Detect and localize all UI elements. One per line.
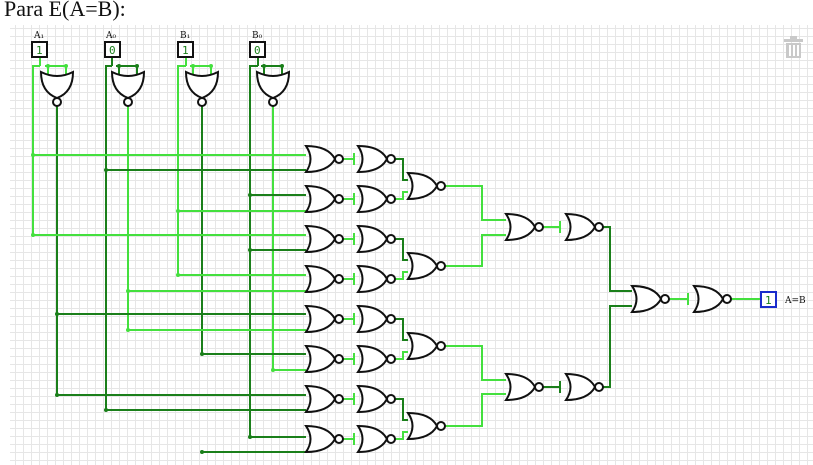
wire-junction [31, 233, 35, 237]
nor-gate[interactable] [406, 251, 446, 281]
nor-gate[interactable] [356, 224, 396, 254]
circuit-canvas[interactable] [10, 25, 813, 465]
wire-junction [31, 153, 35, 157]
input-value-b0: 0 [254, 44, 261, 57]
gate-output-wire [445, 393, 506, 427]
input-label-a0: A₀ [105, 31, 116, 41]
nor-gate[interactable] [356, 264, 396, 294]
gate-output-wire [395, 191, 408, 200]
gate-output-wire [445, 185, 506, 221]
nor-gate[interactable] [630, 284, 670, 314]
nor-gate[interactable] [304, 144, 344, 174]
wire-junction [104, 168, 108, 172]
gate-output-wire [395, 158, 408, 181]
wire-junction [117, 64, 121, 68]
gate-output-wire [395, 238, 408, 261]
nor-gate[interactable] [356, 384, 396, 414]
output-probe[interactable]: 1 [760, 291, 777, 308]
wire-junction [209, 64, 213, 68]
nor-gate[interactable] [564, 212, 604, 242]
wire-junction [280, 64, 284, 68]
gate-output-wire [395, 431, 408, 440]
wire-junction [176, 273, 180, 277]
nor-gate[interactable] [564, 372, 604, 402]
output-value: 1 [765, 294, 772, 307]
wire-junction [248, 248, 252, 252]
nor-gate[interactable] [504, 372, 544, 402]
gate-output-wire [603, 305, 632, 388]
nor-gate[interactable] [356, 304, 396, 334]
gate-output-wire [603, 226, 632, 292]
input-value-a0: 0 [109, 44, 116, 57]
nor-gate[interactable] [692, 284, 732, 314]
bus-a1 [32, 65, 40, 235]
wire-junction [248, 193, 252, 197]
trash-icon[interactable] [784, 36, 803, 58]
nor-gate[interactable] [304, 224, 344, 254]
input-switch-b1[interactable]: B₁ 1 [177, 31, 194, 58]
bus-b1 [177, 65, 186, 275]
input-value-b1: 1 [182, 44, 189, 57]
wire-junction [126, 328, 130, 332]
nor-gate[interactable] [304, 344, 344, 374]
wire-junction [135, 64, 139, 68]
nor-gate[interactable] [184, 70, 220, 107]
gate-output-wire [395, 351, 408, 360]
nor-gate[interactable] [304, 264, 344, 294]
wire-junction [200, 352, 204, 356]
page-title: Para E(A=B): [4, 0, 126, 21]
wire-junction [262, 64, 266, 68]
nor-gate[interactable] [356, 424, 396, 454]
wire-junction [200, 450, 204, 454]
nor-gate[interactable] [304, 384, 344, 414]
gate-output-wire [445, 234, 506, 267]
wire-junction [55, 312, 59, 316]
nor-gate[interactable] [406, 331, 446, 361]
wire-junction [126, 289, 130, 293]
nor-gate[interactable] [39, 70, 75, 107]
nor-gate[interactable] [304, 424, 344, 454]
nor-gate[interactable] [304, 184, 344, 214]
bus-a0 [105, 65, 112, 410]
input-label-a1: A₁ [33, 31, 44, 41]
wire-junction [104, 408, 108, 412]
gate-output-wire [395, 271, 408, 280]
wire-junction [248, 435, 252, 439]
input-label-b1: B₁ [180, 31, 190, 41]
nor-gate[interactable] [255, 70, 291, 107]
input-label-b0: B₀ [252, 31, 263, 41]
input-value-a1: 1 [36, 44, 43, 57]
nor-gate[interactable] [504, 212, 544, 242]
input-switch-b0[interactable]: B₀ 0 [249, 31, 266, 58]
input-switch-a1[interactable]: A₁ 1 [31, 31, 48, 58]
wire-junction [271, 368, 275, 372]
nor-gate[interactable] [304, 304, 344, 334]
wire-junction [191, 64, 195, 68]
nor-gate[interactable] [406, 411, 446, 441]
nor-gate[interactable] [356, 344, 396, 374]
nor-gate[interactable] [356, 144, 396, 174]
gate-output-wire [445, 345, 506, 381]
output-label: A=B [784, 296, 806, 306]
wire-junction [176, 209, 180, 213]
gate-output-wire [395, 318, 408, 341]
nor-gate[interactable] [110, 70, 146, 107]
wire-junction [55, 393, 59, 397]
wire-junction [64, 64, 68, 68]
nor-gate[interactable] [356, 184, 396, 214]
gate-output-wire [395, 398, 408, 421]
wire-junction [46, 64, 50, 68]
input-switch-a0[interactable]: A₀ 0 [104, 31, 121, 58]
nor-gate[interactable] [406, 171, 446, 201]
